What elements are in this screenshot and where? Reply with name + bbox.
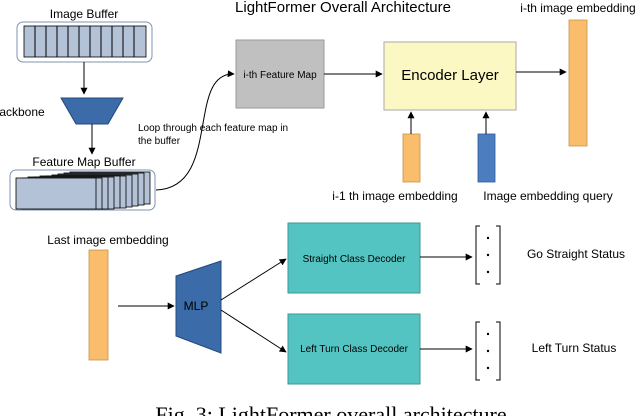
last-embedding-label: Last image embedding bbox=[47, 233, 168, 247]
feature-map-buffer-frame bbox=[9, 169, 156, 211]
arrow-loop-to-feature-map bbox=[155, 70, 235, 191]
embedding-query-label: Image embedding query bbox=[483, 189, 612, 203]
ith-embedding-bar bbox=[568, 19, 588, 147]
straight-class-decoder-block bbox=[287, 222, 421, 294]
loop-text-line2: the buffer bbox=[138, 136, 181, 147]
backbone-block bbox=[60, 97, 124, 125]
prev-embedding-label: i-1 th image embedding bbox=[332, 189, 457, 203]
go-straight-status-label: Go Straight Status bbox=[527, 247, 625, 261]
backbone-label: Backbone bbox=[0, 105, 45, 119]
left-turn-class-decoder-label: Left Turn Class Decoder bbox=[300, 344, 408, 355]
straight-class-decoder-label: Straight Class Decoder bbox=[303, 254, 406, 265]
figure-caption: Fig. 3: LightFormer overall architecture bbox=[155, 402, 506, 416]
embedding-query-bar bbox=[477, 133, 496, 183]
feature-map-buffer-label: Feature Map Buffer bbox=[32, 155, 135, 169]
arrow-mlp-to-straight-decoder bbox=[220, 258, 287, 301]
encoder-layer-label: Encoder Layer bbox=[401, 67, 499, 84]
left-turn-output-vector bbox=[475, 321, 501, 381]
mlp-block bbox=[175, 260, 222, 354]
ith-feature-map-label: i-th Feature Map bbox=[243, 70, 317, 81]
mlp-label: MLP bbox=[184, 299, 209, 313]
arrow-mlp-to-left-decoder bbox=[220, 309, 287, 353]
ith-feature-map-block bbox=[235, 39, 325, 109]
loop-text-line1: Loop through each feature map in bbox=[138, 123, 288, 134]
diagram-title: LightFormer Overall Architecture bbox=[235, 0, 451, 16]
feature-map-buffer-stack bbox=[15, 171, 151, 210]
straight-output-vector bbox=[475, 225, 501, 285]
left-turn-class-decoder-block bbox=[287, 313, 421, 385]
image-buffer-cells bbox=[23, 25, 147, 58]
image-buffer-label: Image Buffer bbox=[50, 7, 118, 21]
encoder-layer-block bbox=[383, 41, 517, 111]
prev-embedding-bar bbox=[402, 133, 421, 183]
left-turn-status-label: Left Turn Status bbox=[532, 341, 617, 355]
ith-embedding-label: i-th image embedding bbox=[520, 1, 635, 15]
last-embedding-bar bbox=[88, 249, 109, 361]
